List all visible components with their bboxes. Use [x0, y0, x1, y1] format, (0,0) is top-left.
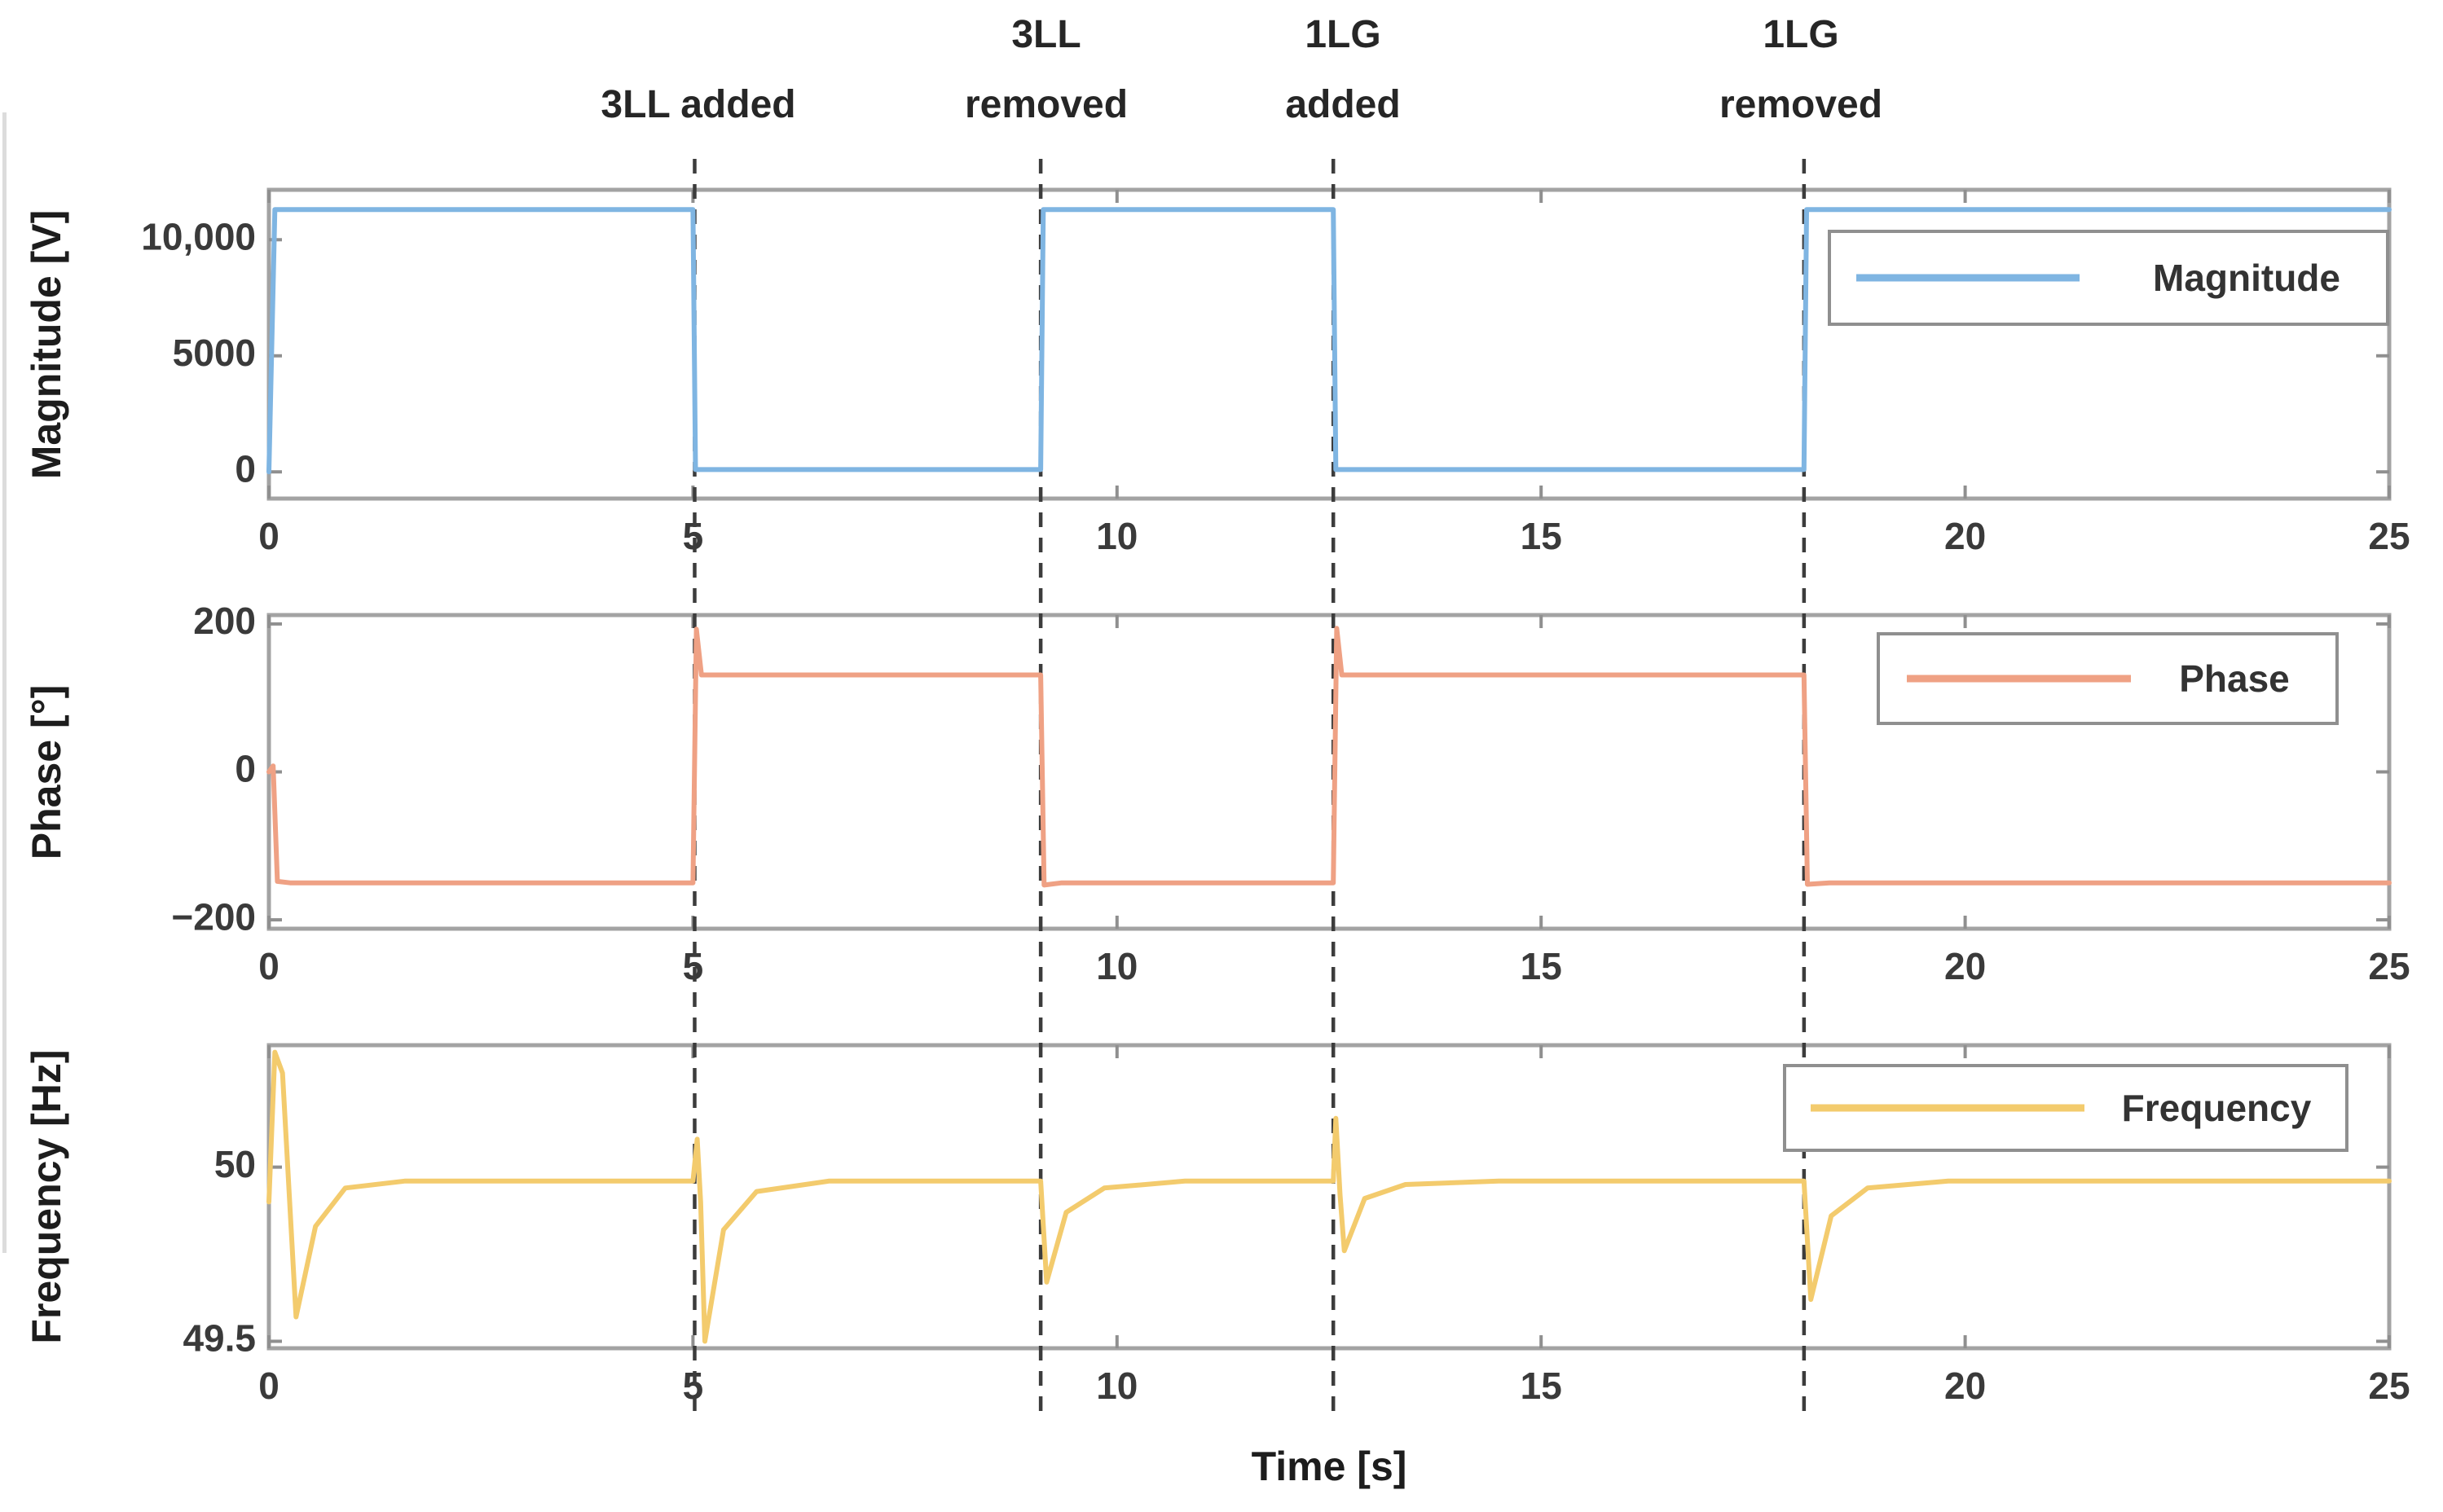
- legend-frequency: [1783, 1064, 2348, 1152]
- x-tick-label: 20: [1944, 515, 1986, 557]
- frequency-y-axis-label: Frequency [Hz]: [24, 1049, 69, 1344]
- x-tick-label: 15: [1521, 945, 1562, 987]
- y-tick-label: 5000: [173, 332, 256, 374]
- x-tick-label: 0: [258, 945, 280, 987]
- x-tick-label: 20: [1944, 1365, 1986, 1407]
- annotation-line: added: [1285, 83, 1401, 126]
- legend-label-magnitude: Magnitude: [2153, 257, 2340, 299]
- x-tick-label: 15: [1521, 515, 1562, 557]
- x-tick-label: 15: [1521, 1365, 1562, 1407]
- magnitude-line: [266, 207, 2392, 475]
- annotation-3ll-removed: 3LL removed: [965, 0, 1128, 140]
- y-tick-label: 49.5: [183, 1317, 256, 1360]
- y-tick-label: 200: [193, 600, 256, 642]
- x-tick-label: 0: [258, 515, 280, 557]
- magnitude-y-axis-label: Magnitude [V]: [24, 209, 69, 480]
- annotation-line: 1LG: [1305, 13, 1381, 56]
- annotation-line: removed: [964, 83, 1129, 126]
- time-x-axis-label: Time [s]: [1251, 1444, 1407, 1489]
- legend-magnitude: [1828, 230, 2389, 326]
- annotation-1lg-added: 1LG added: [1285, 0, 1400, 140]
- y-tick-label: 0: [235, 748, 256, 790]
- x-tick-label: 25: [2368, 1365, 2410, 1407]
- y-tick-label: 50: [214, 1143, 256, 1185]
- scan-artifact-line: [2, 112, 7, 1253]
- annotation-3ll-added: 3LL added: [601, 0, 795, 140]
- phase-line: [266, 626, 2392, 888]
- legend-label-frequency: Frequency: [2121, 1087, 2312, 1129]
- annotation-1lg-removed: 1LG removed: [1719, 0, 1882, 140]
- y-tick-label: 10,000: [141, 215, 256, 257]
- x-tick-label: 20: [1944, 945, 1986, 987]
- legend-label-phase: Phase: [2179, 657, 2290, 700]
- legend-phase: [1877, 632, 2339, 725]
- x-tick-label: 25: [2368, 515, 2410, 557]
- x-tick-label: 10: [1096, 1365, 1138, 1407]
- x-tick-label: 10: [1096, 945, 1138, 987]
- annotation-line: 3LL: [1011, 13, 1081, 56]
- phase-y-axis-label: Phase [°]: [24, 684, 69, 860]
- x-tick-label: 0: [258, 1365, 280, 1407]
- y-tick-label: 0: [235, 447, 256, 490]
- annotation-line: 1LG: [1763, 13, 1839, 56]
- annotation-line: 3LL added: [601, 83, 796, 126]
- x-tick-label: 25: [2368, 945, 2410, 987]
- frequency-line: [266, 1049, 2392, 1344]
- y-tick-label: −200: [171, 895, 256, 938]
- x-tick-label: 10: [1096, 515, 1138, 557]
- annotation-line: removed: [1719, 83, 1883, 126]
